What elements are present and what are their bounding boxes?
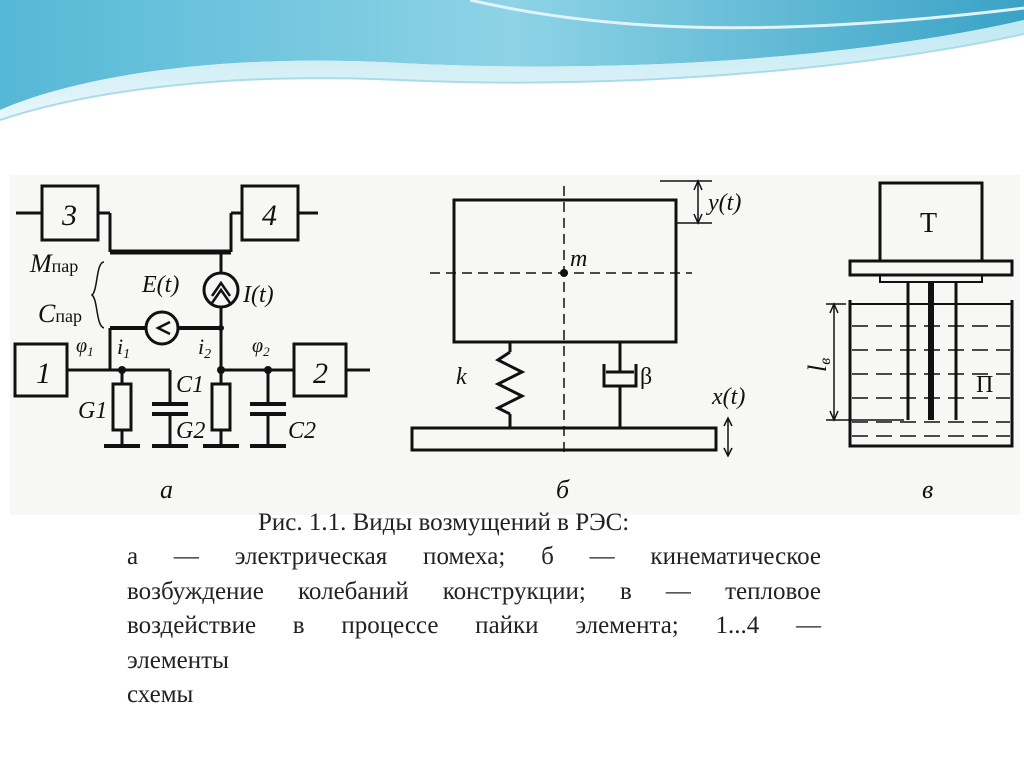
panel-a-circuit: [13, 184, 370, 448]
caption-body: а — электрическая помеха; б — кинематиче…: [127, 540, 821, 713]
panel-b-labels: m y(t) x(t) k β б: [456, 190, 745, 504]
liquid-level-lines: [852, 325, 1010, 437]
l-label: lв: [803, 358, 834, 372]
block-1-label: 1: [36, 357, 51, 390]
figure-background: [10, 175, 1020, 515]
header-wave-decoration: [0, 0, 1024, 121]
panel-a-nodes: [118, 325, 272, 374]
panel-b-caption-letter: б: [556, 475, 570, 504]
e-t-label: E(t): [141, 272, 179, 298]
solder-bath: [848, 300, 1014, 448]
g1-label: G1: [78, 398, 107, 424]
g2-label: G2: [176, 418, 205, 444]
panel-a-labels: 3 4 1 2 Mпар Cпар E(t) I(t) φ1 i1 i2 φ2 …: [29, 199, 328, 504]
caption-title: Рис. 1.1. Виды возмущений в РЭС:: [258, 509, 630, 536]
x-t-label: x(t): [711, 384, 745, 410]
phi2-label: φ2: [252, 335, 270, 359]
t-label: T: [920, 208, 937, 239]
i-t-label: I(t): [242, 282, 274, 308]
caption-line: а — электрическая помеха; б — кинематиче…: [127, 543, 821, 570]
c1-label: C1: [176, 372, 204, 398]
caption-line: возбуждение колебаний конструкции; в — т…: [127, 577, 821, 605]
caption-line: элементы: [127, 646, 229, 674]
spring-icon: [494, 350, 526, 416]
panel-c-caption-letter: в: [922, 475, 933, 504]
panel-c-thermal: [826, 181, 1014, 448]
phi1-label: φ1: [76, 335, 94, 359]
p-label: П: [976, 372, 993, 398]
i1-label: i1: [117, 334, 130, 362]
beta-label: β: [640, 364, 652, 390]
m-par-label: Mпар: [29, 249, 78, 278]
caption-line: схемы: [127, 681, 194, 708]
center-of-mass: [560, 269, 568, 277]
k-label: k: [456, 364, 467, 390]
caption-line: воздействие в процессе пайки элемента; 1…: [127, 612, 821, 639]
block-2-label: 2: [313, 357, 328, 390]
y-t-label: y(t): [706, 190, 741, 216]
mass-block: [452, 198, 678, 344]
c2-label: C2: [288, 418, 316, 444]
mass-label: m: [570, 246, 587, 272]
block-3-label: 3: [61, 199, 77, 232]
i2-label: i2: [198, 334, 211, 362]
panel-a-caption-letter: а: [160, 475, 173, 504]
base-plate: [410, 426, 718, 452]
panel-c-labels: T П lв в: [803, 208, 993, 504]
figure: 3 4 1 2 Mпар Cпар E(t) I(t) φ1 i1 i2 φ2 …: [10, 175, 1020, 515]
c-par-label: Cпар: [38, 299, 82, 328]
block-4-label: 4: [262, 199, 277, 232]
